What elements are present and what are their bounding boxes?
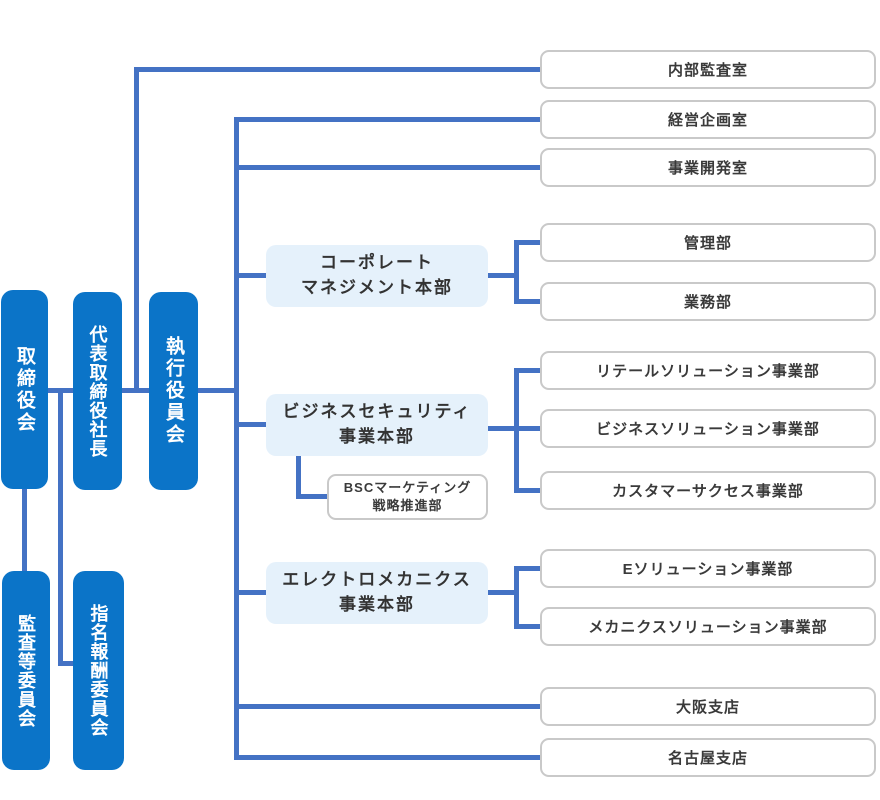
node-business-development-office: 事業開発室 bbox=[540, 148, 876, 187]
connector-stub-e-solution bbox=[519, 566, 540, 571]
connector-internal-audit-riser bbox=[134, 67, 139, 393]
connector-corp-mgmt-right bbox=[488, 273, 519, 278]
connector-nomination-riser bbox=[58, 388, 63, 666]
connector-audit-committee bbox=[22, 489, 27, 571]
connector-stub-customer-success bbox=[519, 488, 540, 493]
connector-stub-operations-dept bbox=[519, 299, 540, 304]
connector-nagoya-branch bbox=[234, 755, 540, 760]
node-admin-dept: 管理部 bbox=[540, 223, 876, 262]
node-audit-committee: 監査等委員会 bbox=[2, 571, 50, 770]
connector-governance-horizontal bbox=[48, 388, 239, 393]
node-board-of-directors: 取締役会 bbox=[1, 290, 48, 489]
connector-main-trunk bbox=[234, 117, 239, 760]
node-electro-mechanics-hq: エレクトロメカニクス 事業本部 bbox=[266, 562, 488, 624]
connector-electro-mechanics-trunk bbox=[514, 566, 519, 629]
node-business-solution-dept: ビジネスソリューション事業部 bbox=[540, 409, 876, 448]
node-bsc-marketing-strategy-dept: BSCマーケティング 戦略推進部 bbox=[327, 474, 488, 520]
node-retail-solution-dept: リテールソリューション事業部 bbox=[540, 351, 876, 390]
node-corporate-management-hq: コーポレート マネジメント本部 bbox=[266, 245, 488, 307]
connector-corporate-planning bbox=[234, 117, 540, 122]
connector-corp-mgmt-trunk bbox=[514, 240, 519, 304]
node-business-security-hq: ビジネスセキュリティ 事業本部 bbox=[266, 394, 488, 456]
connector-nomination-horizontal bbox=[58, 661, 74, 666]
node-president: 代表取締役社長 bbox=[73, 292, 122, 490]
connector-osaka-branch bbox=[234, 704, 540, 709]
connector-business-security-trunk bbox=[514, 368, 519, 493]
connector-stub-retail-solution bbox=[519, 368, 540, 373]
node-nagoya-branch: 名古屋支店 bbox=[540, 738, 876, 777]
connector-bsc-horizontal bbox=[296, 494, 327, 499]
connector-stub-mechanics-solution bbox=[519, 624, 540, 629]
node-executive-officers-council: 執行役員会 bbox=[149, 292, 198, 490]
node-e-solution-dept: Eソリューション事業部 bbox=[540, 549, 876, 588]
node-operations-dept: 業務部 bbox=[540, 282, 876, 321]
connector-stub-admin-dept bbox=[519, 240, 540, 245]
node-mechanics-solution-dept: メカニクスソリューション事業部 bbox=[540, 607, 876, 646]
connector-business-security-left bbox=[234, 422, 266, 427]
node-nomination-compensation-committee: 指名報酬委員会 bbox=[73, 571, 124, 770]
connector-internal-audit-horizontal bbox=[134, 67, 540, 72]
connector-bsc-riser bbox=[296, 455, 301, 499]
connector-corp-mgmt-left bbox=[234, 273, 266, 278]
connector-electro-mechanics-right bbox=[488, 590, 519, 595]
node-corporate-planning-office: 経営企画室 bbox=[540, 100, 876, 139]
node-internal-audit-office: 内部監査室 bbox=[540, 50, 876, 89]
connector-business-development bbox=[234, 165, 540, 170]
node-customer-success-dept: カスタマーサクセス事業部 bbox=[540, 471, 876, 510]
node-osaka-branch: 大阪支店 bbox=[540, 687, 876, 726]
connector-electro-mechanics-left bbox=[234, 590, 266, 595]
